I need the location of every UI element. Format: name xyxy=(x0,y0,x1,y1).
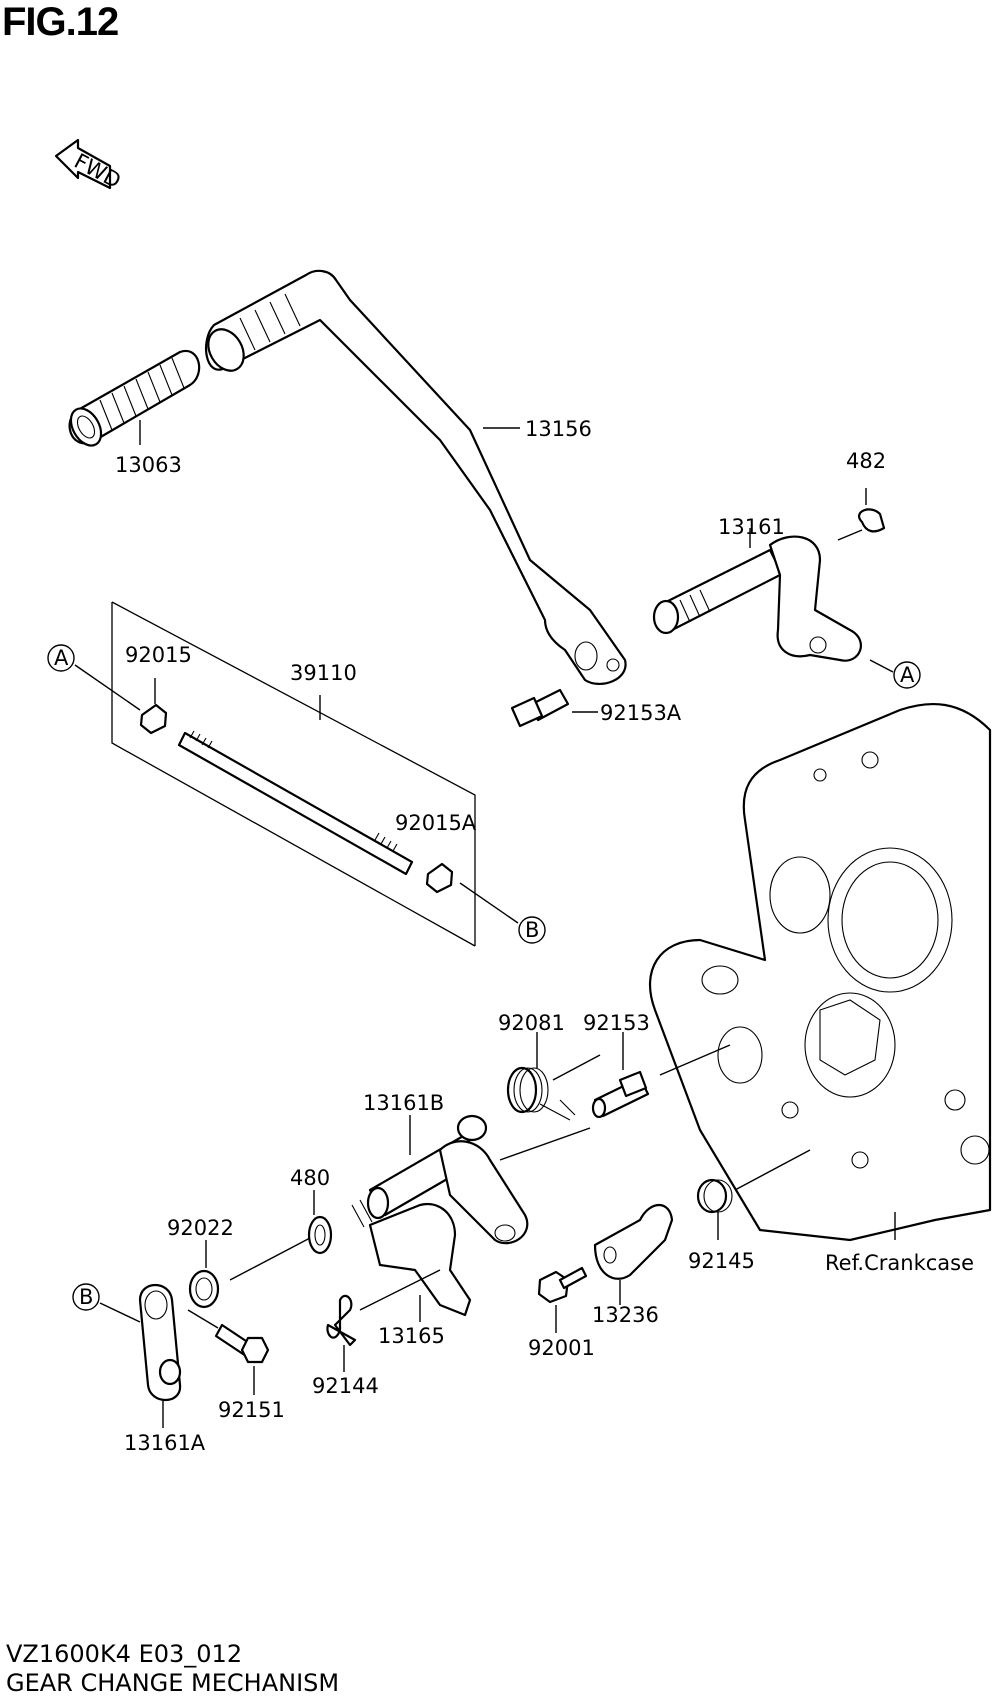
nut-92015-part[interactable] xyxy=(139,703,168,735)
forward-arrow-icon: FWD xyxy=(54,138,125,193)
label-39110: 39110 xyxy=(290,661,357,685)
label-13161b: 13161B xyxy=(363,1091,444,1115)
crankcase-reference-part xyxy=(649,702,992,1242)
label-13063: 13063 xyxy=(115,453,182,477)
label-92153a: 92153A xyxy=(600,701,682,725)
shift-lever-part[interactable] xyxy=(201,269,627,685)
svg-text:A: A xyxy=(54,646,69,670)
bolt-92001-part[interactable] xyxy=(537,1266,588,1304)
spring-92144-part[interactable] xyxy=(326,1294,357,1347)
stopper-13236-part[interactable] xyxy=(593,1203,674,1280)
ref-b-marker-rod: B xyxy=(518,916,546,944)
snap-ring-480-part[interactable] xyxy=(307,1215,333,1255)
washer-92022-part[interactable] xyxy=(188,1269,220,1309)
label-92015a: 92015A xyxy=(395,811,477,835)
bolt-92151-part[interactable] xyxy=(214,1323,270,1364)
svg-text:A: A xyxy=(900,663,915,687)
label-92144: 92144 xyxy=(312,1374,379,1398)
label-13156: 13156 xyxy=(525,417,592,441)
label-92001: 92001 xyxy=(528,1336,595,1360)
ref-b-marker-arm: B xyxy=(72,1283,100,1311)
label-13165: 13165 xyxy=(378,1324,445,1348)
label-92015: 92015 xyxy=(125,643,192,667)
label-92153: 92153 xyxy=(583,1011,650,1035)
figure-title: FIG.12 xyxy=(2,0,119,44)
label-13161: 13161 xyxy=(718,515,785,539)
spring-92081-part[interactable] xyxy=(506,1066,576,1121)
ref-a-marker-right: A xyxy=(893,661,921,689)
svg-text:B: B xyxy=(525,918,539,942)
label-92022: 92022 xyxy=(167,1216,234,1240)
label-482: 482 xyxy=(846,449,886,473)
shift-shaft-13161-part[interactable] xyxy=(652,535,862,662)
shift-arm-13161a-part[interactable] xyxy=(138,1284,182,1401)
circlip-482-part[interactable] xyxy=(858,508,886,533)
label-ref-crankcase: Ref.Crankcase xyxy=(825,1251,974,1275)
label-13236: 13236 xyxy=(592,1303,659,1327)
footpeg-rubber-part[interactable] xyxy=(65,349,201,451)
fwd-label: FWD xyxy=(70,149,125,193)
svg-text:B: B xyxy=(79,1285,93,1309)
label-13161a: 13161A xyxy=(124,1431,206,1455)
ref-a-marker-top: A xyxy=(47,644,75,672)
label-92151: 92151 xyxy=(218,1398,285,1422)
nut-92015a-part[interactable] xyxy=(425,862,454,894)
rod-assembly-bracket xyxy=(111,601,476,947)
shift-shaft-13161b-part[interactable] xyxy=(351,1114,529,1245)
label-480: 480 xyxy=(290,1166,330,1190)
bolt-92153a-part[interactable] xyxy=(510,688,570,728)
shift-plate-13165-part[interactable] xyxy=(368,1202,472,1317)
tie-rod-part[interactable] xyxy=(177,730,414,876)
spring-92145-part[interactable] xyxy=(696,1178,733,1214)
pin-bolt-92153-part[interactable] xyxy=(591,1070,650,1119)
label-92145: 92145 xyxy=(688,1249,755,1273)
label-92081: 92081 xyxy=(498,1011,565,1035)
section-name-caption: GEAR CHANGE MECHANISM xyxy=(6,1669,340,1697)
model-code-caption: VZ1600K4 E03_012 xyxy=(6,1640,243,1668)
